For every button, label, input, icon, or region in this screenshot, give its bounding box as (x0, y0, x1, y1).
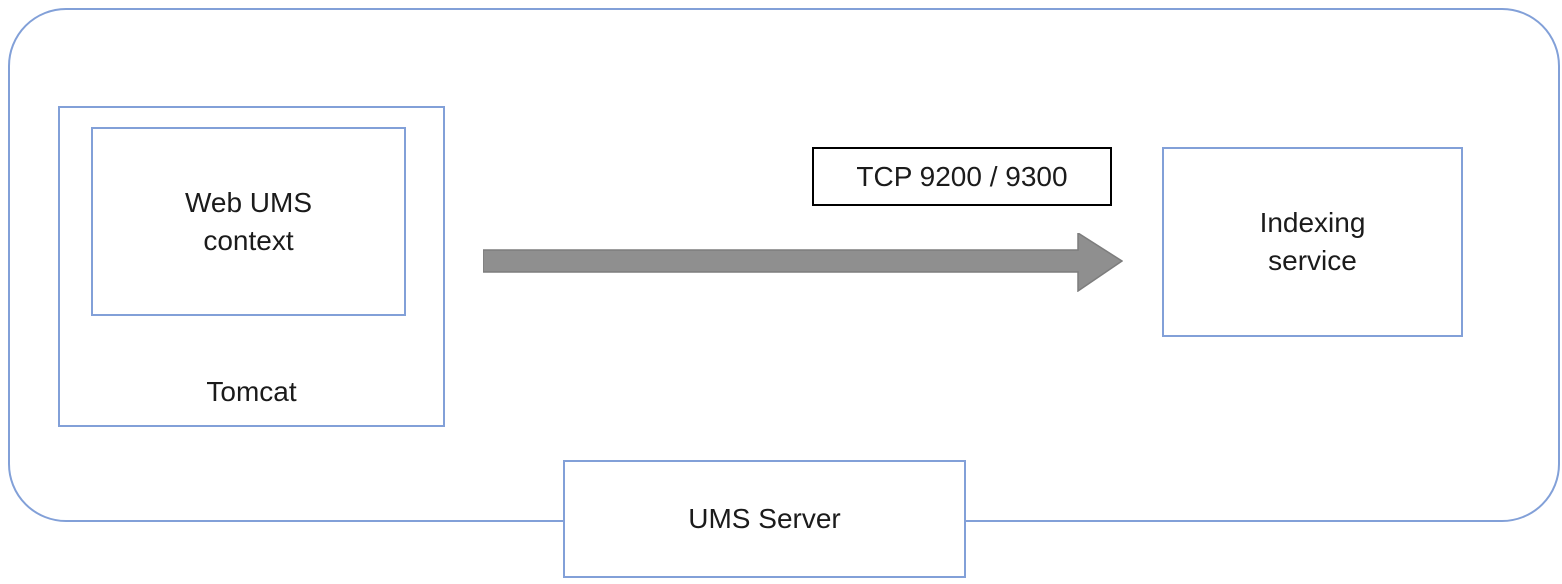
tcp-port-label-box: TCP 9200 / 9300 (812, 147, 1112, 206)
indexing-service-label: Indexing service (1259, 207, 1366, 276)
connection-arrow (483, 233, 1123, 292)
web-ums-context-box: Web UMS context (91, 127, 406, 316)
right-arrow-icon (483, 233, 1123, 292)
ums-server-box: UMS Server (563, 460, 966, 578)
tomcat-label: Tomcat (206, 376, 297, 407)
indexing-service-box: Indexing service (1162, 147, 1463, 337)
ums-server-label: UMS Server (688, 503, 841, 534)
web-ums-context-label: Web UMS context (184, 186, 313, 256)
tcp-port-label: TCP 9200 / 9300 (856, 160, 1068, 192)
